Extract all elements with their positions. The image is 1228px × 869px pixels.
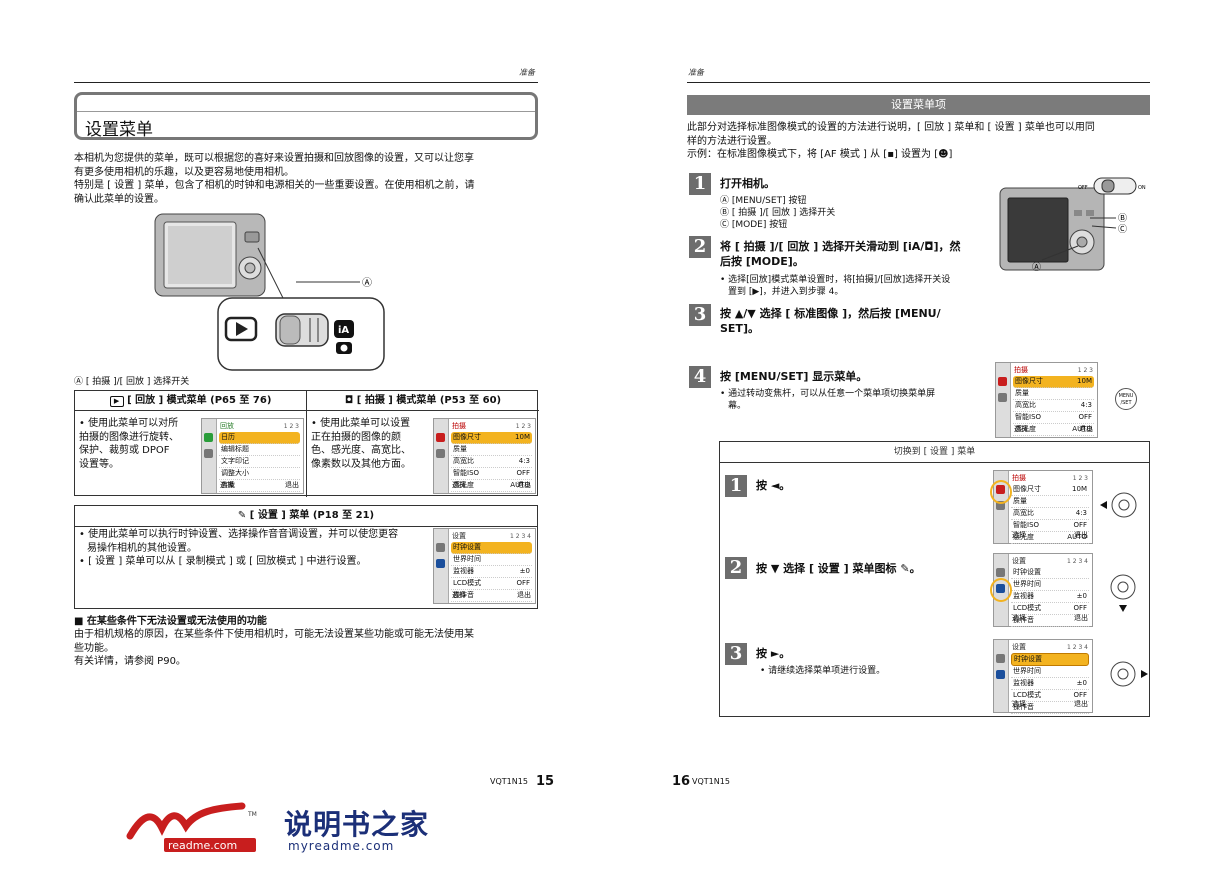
right-intro: 此部分对选择标准图像模式的设置的方法进行说明，[ 回放 ] 菜单和 [ 设置 ]… (687, 122, 1095, 160)
svg-text:OFF: OFF (1078, 185, 1088, 191)
dpad-left-icon (1100, 492, 1137, 518)
section-title-bar: 设置菜单项 (687, 95, 1150, 115)
logo-url: myreadme.com (288, 839, 395, 853)
panel-step-3-text: 按 ►。 (756, 647, 791, 660)
switch-to-setup-panel: 切换到 [ 设置 ] 菜单 (719, 441, 1150, 717)
setup-menu-header: ✎ [ 设置 ] 菜单 (P18 至 21) (75, 506, 537, 527)
left-intro: 本相机为您提供的菜单，既可以根据您的喜好来设置拍摄和回放图像的设置，又可以让您享… (74, 153, 475, 205)
dpad-right-icon (1110, 661, 1148, 687)
playback-menu-header: ▶ [ 回放 ] 模式菜单 (P65 至 76) (75, 394, 306, 408)
right-page-number: 16 (672, 774, 691, 789)
right-page-code: VQT1N15 (692, 777, 730, 786)
camera-illustration: iA Ⓐ (154, 213, 385, 371)
camera-icon: ◘ (344, 395, 354, 406)
mode-menu-table: ▶ [ 回放 ] 模式菜单 (P65 至 76) ◘ [ 拍摄 ] 模式菜单 (… (74, 390, 539, 497)
step-4-note: • 通过转动变焦杆，可以从任意一个菜单项切换菜单屏幕。 (720, 389, 936, 412)
step-3-number: 3 (689, 304, 711, 326)
svg-text:iA: iA (338, 325, 349, 336)
dpad-down-icon (1110, 574, 1136, 612)
left-page-code: VQT1N15 (490, 777, 528, 786)
right-header-rule (687, 82, 1150, 83)
left-page-number: 15 (536, 774, 555, 789)
step-2-number: 2 (689, 236, 711, 258)
panel-step-3-note: • 请继续选择菜单项进行设置。 (760, 666, 886, 676)
svg-text:Ⓐ: Ⓐ (1032, 262, 1041, 273)
step-2-note: • 选择[回放]模式菜单设置时，将[拍摄]/[回放]选择开关设置到 [▶]，并进… (720, 275, 951, 298)
rec-menu-header: ◘ [ 拍摄 ] 模式菜单 (P53 至 60) (344, 395, 502, 406)
playback-icon: ▶ (109, 396, 124, 407)
setup-menu-table: ✎ [ 设置 ] 菜单 (P18 至 21) • 使用此菜单可以执行时钟设置、选… (74, 505, 538, 609)
page-title-box: 设置菜单 (74, 92, 538, 140)
highlight-ring-1 (990, 480, 1012, 504)
wrench-icon: ✎ (237, 510, 247, 521)
panel-step-1-text: 按 ◄。 (756, 479, 791, 492)
page-title: 设置菜单 (85, 120, 153, 140)
panel-title: 切换到 [ 设置 ] 菜单 (720, 442, 1149, 464)
svg-text:ON: ON (1138, 185, 1146, 191)
panel-step-2-number: 2 (725, 557, 747, 579)
step-4-text: 按 [MENU/SET] 显示菜单。 (720, 370, 868, 383)
caption-a: Ⓐ [ 拍摄 ]/[ 回放 ] 选择开关 (74, 377, 190, 387)
step-1-number: 1 (689, 173, 711, 195)
panel-step-2-text: 按 ▼ 选择 [ 设置 ] 菜单图标 ✎。 (756, 562, 921, 575)
step-1-text: 打开相机。 (720, 177, 775, 190)
svg-text:Ⓑ: Ⓑ (1118, 213, 1127, 224)
step-3-text: 按 ▲/▼ 选择 [ 标准图像 ]，然后按 [MENU/SET]。 (720, 307, 941, 335)
readme-logo-mark: readme.com TM (126, 802, 257, 852)
wrench-icon: ✎ (900, 562, 910, 575)
step-2-text: 将 [ 拍摄 ]/[ 回放 ] 选择开关滑动到 [iA/◘]，然后按 [MODE… (720, 240, 961, 268)
logo-chinese-name: 说明书之家 (284, 808, 430, 841)
svg-text:readme.com: readme.com (168, 839, 237, 852)
svg-text:Ⓒ: Ⓒ (1118, 224, 1127, 235)
left-page-header: 准备 (519, 68, 535, 77)
panel-step-1-number: 1 (725, 475, 747, 497)
note-title: ■ 在某些条件下无法设置或无法使用的功能 (74, 616, 267, 627)
rec-desc: • 使用此菜单可以设置正在拍摄的图像的颜色、感光度、高宽比、像素数以及其他方面。 (311, 418, 411, 470)
step-4-number: 4 (689, 366, 711, 388)
menu-set-button-icon: MENU/SET (1115, 388, 1137, 410)
camera-back-illustration: OFF ON Ⓑ Ⓒ Ⓐ (999, 177, 1146, 273)
left-header-rule (74, 82, 538, 83)
highlight-ring-2 (990, 578, 1012, 602)
note-body: 由于相机规格的原因，在某些条件下使用相机时，可能无法设置某些功能或可能无法使用某… (74, 629, 474, 667)
panel-step-3-number: 3 (725, 643, 747, 665)
right-page-header: 准备 (688, 68, 704, 77)
callout-a-label: Ⓐ (362, 277, 372, 289)
svg-text:TM: TM (247, 811, 257, 818)
playback-menu-screen: 回放 1 2 3 日历 编辑标题 文字印记 调整大小 剪裁 选择退出 (201, 418, 304, 494)
setup-desc: • 使用此菜单可以执行时钟设置、选择操作音音调设置，并可以使您更容 易操作相机的… (79, 529, 399, 567)
